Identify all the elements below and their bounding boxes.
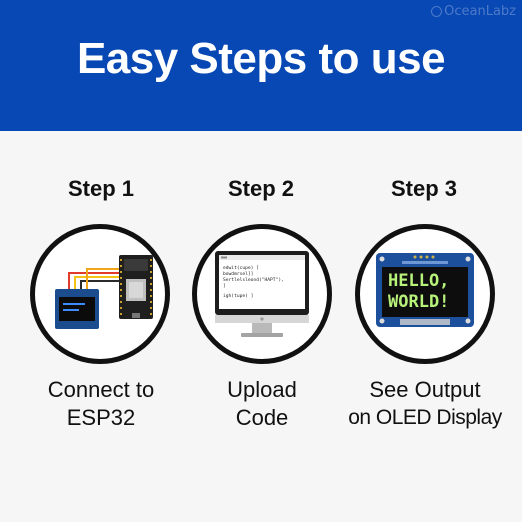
monitor-code-icon: edwit(cupe) [ bowdmrsel]] Sertlelsleond(… xyxy=(215,251,309,337)
code-line-5: igh(tupe) ] xyxy=(223,293,253,299)
step-1-title: Step 1 xyxy=(67,176,135,201)
header-banner: OceanLabz Easy Steps to use xyxy=(0,0,522,131)
display-line-1: HELLO, xyxy=(388,271,449,291)
caption-line-2: ESP32 xyxy=(66,405,136,430)
step-3-caption: See Output on OLED Display xyxy=(330,376,520,432)
step-3-title: Step 3 xyxy=(390,176,458,201)
step-1-circle xyxy=(30,224,170,364)
code-line-4: ] xyxy=(223,283,226,289)
code-line-1: edwit(cupe) [ xyxy=(223,265,259,271)
caption-line-2: Code xyxy=(235,405,289,430)
display-line-2: WORLD! xyxy=(388,292,449,312)
oled-display-icon: HELLO, WORLD! xyxy=(376,253,474,327)
step-2-circle: edwit(cupe) [ bowdmrsel]] Sertlelsleond(… xyxy=(192,224,332,364)
watermark: OceanLabz xyxy=(431,4,516,19)
step-3-circle: HELLO, WORLD! xyxy=(355,224,495,364)
caption-line-1: Connect to xyxy=(47,377,155,402)
caption-line-1: Upload xyxy=(227,377,297,402)
step-1-caption: Connect to ESP32 xyxy=(6,376,196,432)
caption-line-2: on OLED Display xyxy=(348,406,502,429)
step-2-caption: Upload Code xyxy=(167,376,357,432)
logo-icon xyxy=(431,6,443,17)
page-title: Easy Steps to use xyxy=(76,34,446,83)
step-2-title: Step 2 xyxy=(227,176,295,201)
watermark-text: OceanLabz xyxy=(444,4,516,19)
caption-line-1: See Output xyxy=(369,377,481,402)
code-line-3: Sertlelsleond("HAPT"), xyxy=(223,277,284,283)
wiring-diagram-icon xyxy=(55,255,153,329)
code-line-2: bowdmrsel]] xyxy=(223,271,253,277)
